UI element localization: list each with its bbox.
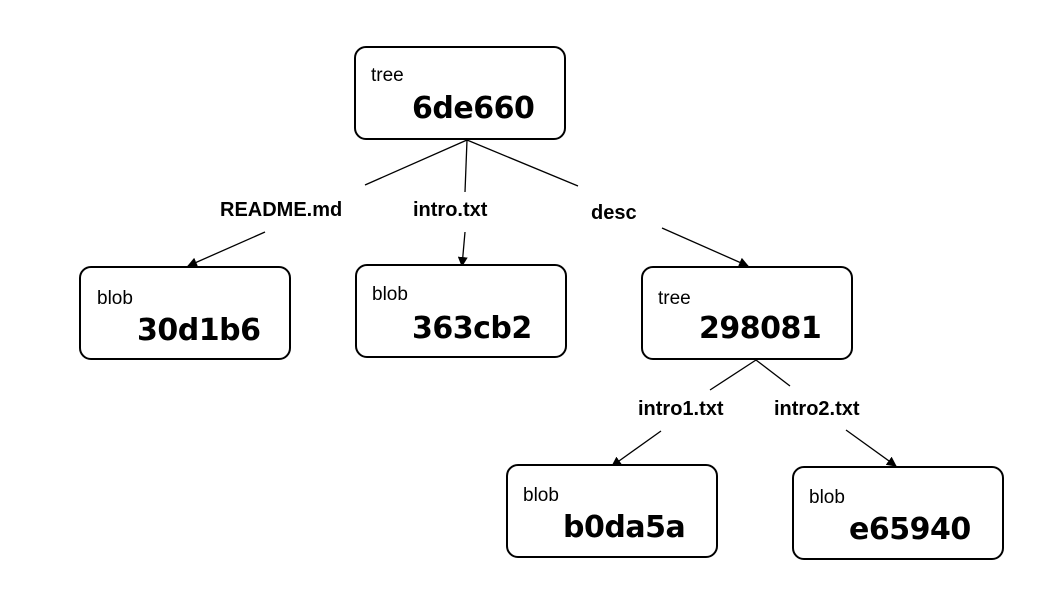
edge-intro2-lower	[845, 429, 897, 467]
node-hash: 6de660	[412, 91, 535, 126]
edge-desc-lower	[661, 227, 749, 267]
edge-label-intro: intro.txt	[413, 199, 488, 221]
node-kind-label: blob	[523, 485, 559, 506]
edge-intro-lower	[457, 231, 468, 267]
node-kind-label: blob	[809, 487, 845, 508]
intro1-blob-node: blob b0da5a	[506, 464, 718, 558]
node-hash: 30d1b6	[137, 313, 261, 348]
edge-intro2-upper	[755, 359, 791, 387]
node-hash: 298081	[699, 311, 822, 346]
edge-intro-upper	[464, 139, 468, 193]
edge-label-readme: README.md	[220, 199, 343, 221]
intro2-blob-node: blob e65940	[792, 466, 1004, 560]
edge-label-intro2: intro2.txt	[774, 398, 860, 420]
node-hash: 363cb2	[412, 311, 532, 346]
edge-intro1-upper	[709, 359, 757, 391]
edge-label-intro1: intro1.txt	[638, 398, 724, 420]
node-hash: e65940	[849, 512, 971, 547]
root-tree-node: tree 6de660	[354, 46, 566, 140]
node-kind-label: tree	[371, 65, 404, 86]
edge-intro1-lower	[611, 430, 662, 467]
edge-label-desc: desc	[591, 202, 637, 224]
node-kind-label: tree	[658, 288, 691, 309]
node-kind-label: blob	[97, 288, 133, 309]
edge-readme-lower	[187, 231, 266, 267]
intro-blob-node: blob 363cb2	[355, 264, 567, 358]
edge-readme-upper	[364, 139, 468, 186]
readme-blob-node: blob 30d1b6	[79, 266, 291, 360]
desc-tree-node: tree 298081	[641, 266, 853, 360]
edge-desc-upper	[466, 139, 579, 187]
node-hash: b0da5a	[563, 510, 686, 545]
node-kind-label: blob	[372, 284, 408, 305]
